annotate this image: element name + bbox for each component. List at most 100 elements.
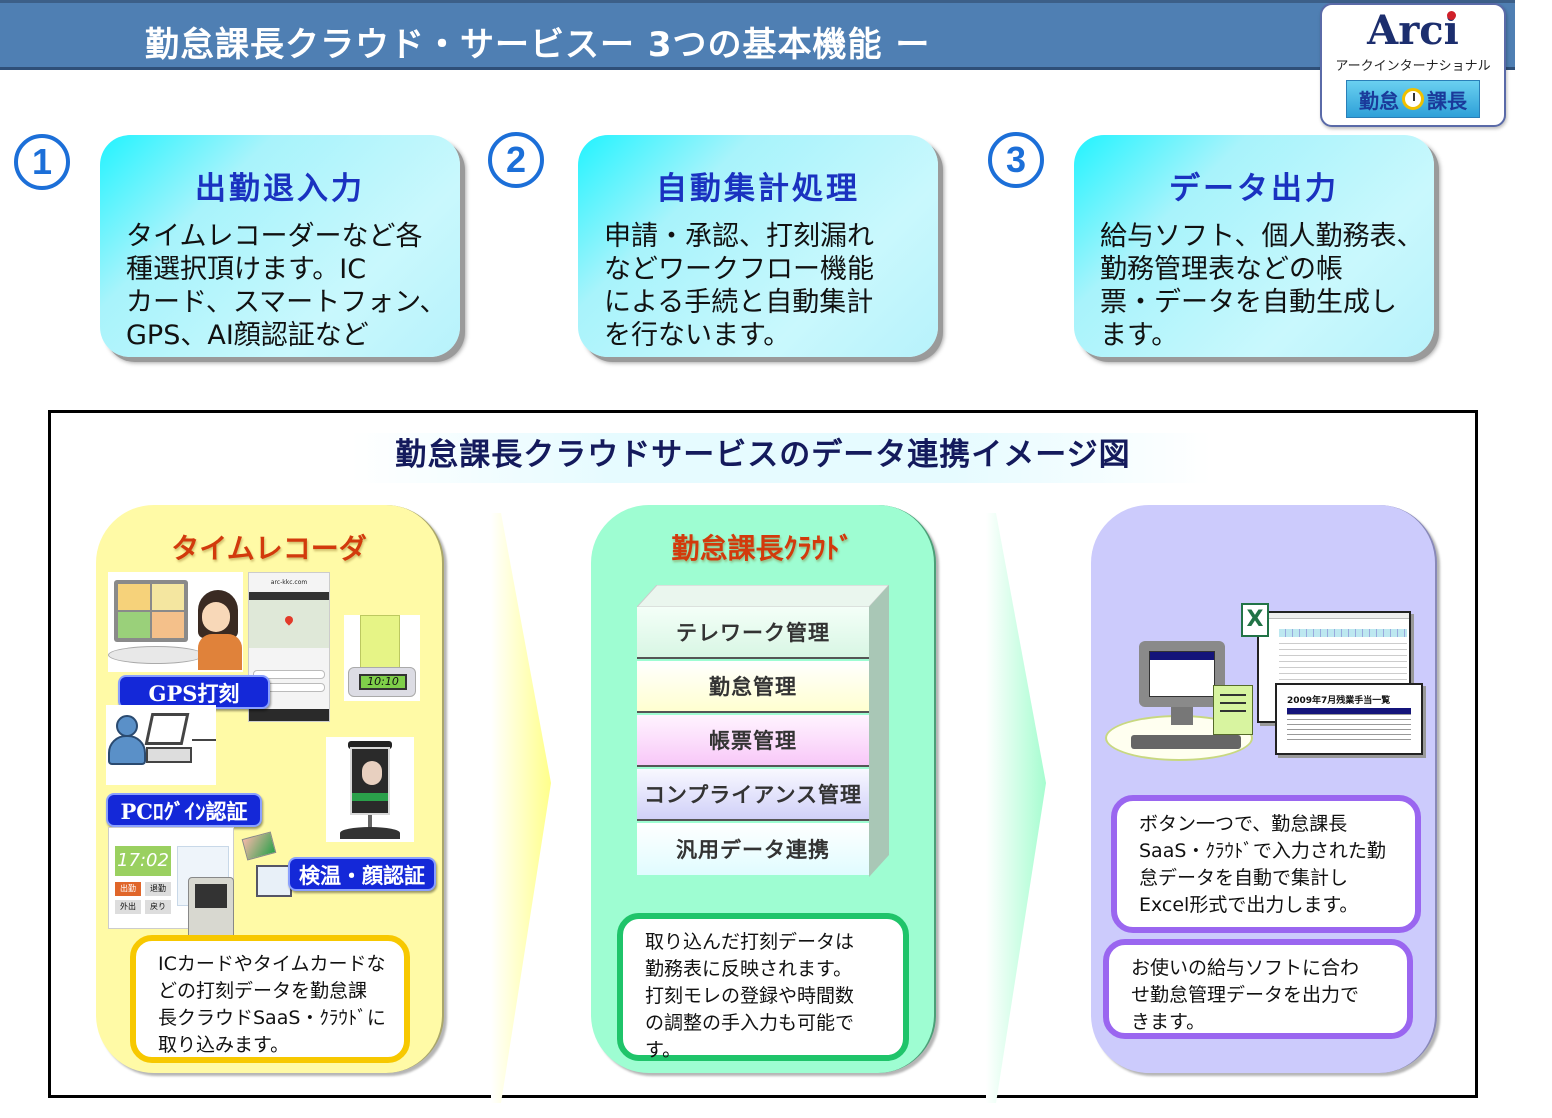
diagram-title-band — [351, 433, 1211, 483]
video-tile — [118, 584, 150, 610]
feature-description: 申請・承認、打刻漏れ などワークフロー機能 による手続と自動集計 を行ないます。 — [604, 221, 874, 351]
feature-card-attendance-input: 出勤退入力 タイムレコーダーなど各 種選択頂けます。IC カード、スマートフォン… — [100, 135, 460, 357]
pc-login-illustration — [106, 705, 216, 785]
phone-header-bar — [249, 592, 329, 600]
person-body-icon — [198, 634, 242, 670]
header-band: 勤怠課長クラウド・サービスー 3つの基本機能 ー — [0, 0, 1515, 70]
video-tile — [118, 612, 150, 638]
stack-top-face — [637, 585, 889, 607]
document-icon — [1213, 685, 1253, 735]
cloud-panel: 勤怠課長ｸﾗｳﾄﾞ テレワーク管理 勤怠管理 帳票管理 コンプライアンス管理 汎… — [591, 505, 936, 1073]
device-stand — [368, 815, 372, 829]
monitor-icon — [1139, 641, 1225, 707]
user-body-icon — [108, 735, 146, 765]
feature-number-2: 2 — [488, 132, 544, 188]
monitor-stand — [1171, 707, 1193, 725]
product-badge: 勤怠 課長 — [1346, 80, 1480, 118]
kiosk-clock-in-button[interactable]: 出勤 — [115, 882, 141, 896]
feature-title: 出勤退入力 — [195, 171, 365, 207]
doc-line — [1220, 694, 1246, 696]
product-badge-right: 課長 — [1427, 88, 1467, 113]
feature-title: データ出力 — [1169, 171, 1339, 207]
output-panel: X 2009年7月残業手当一覧 ボタン一つで、勤怠課長 SaaS・ｸﾗｳﾄﾞで入… — [1091, 505, 1437, 1073]
keyboard-icon — [1131, 735, 1241, 749]
screen-header — [1150, 652, 1214, 660]
spreadsheet-overtime: 2009年7月残業手当一覧 — [1275, 683, 1423, 755]
face-recognition-device — [326, 737, 414, 842]
monitor-icon — [114, 580, 188, 642]
time-recorder-panel: タイムレコーダ arc-kkc.com — [96, 505, 444, 1073]
ic-card-reader-icon — [188, 877, 234, 939]
feature-stack: テレワーク管理 勤怠管理 帳票管理 コンプライアンス管理 汎用データ連携 — [637, 585, 889, 885]
logo-brand: Arci — [1322, 9, 1504, 53]
stack-layer-compliance: コンプライアンス管理 — [637, 769, 869, 821]
device-screen — [350, 747, 390, 815]
time-card-icon — [360, 615, 400, 673]
clock-body: 10:10 — [348, 667, 416, 697]
sheet-title: 2009年7月残業手当一覧 — [1287, 696, 1391, 706]
laptop-icon — [144, 713, 190, 745]
feature-number-3: 3 — [988, 132, 1044, 188]
map-pin-icon — [283, 614, 295, 626]
reader-screen — [195, 884, 227, 908]
flow-arrow-2 — [986, 513, 1046, 1103]
clock-display: 10:10 — [359, 674, 407, 690]
stack-layer-telework: テレワーク管理 — [637, 607, 869, 659]
verified-bar — [352, 793, 388, 801]
device-base — [340, 827, 400, 839]
kiosk-out-button[interactable]: 外出 — [115, 900, 141, 914]
stack-layer-forms: 帳票管理 — [637, 715, 869, 767]
cloud-title: 勤怠課長ｸﾗｳﾄﾞ — [671, 532, 854, 565]
camera-bar-icon — [348, 741, 392, 749]
gps-stamp-label: GPS打刻 — [118, 675, 270, 709]
stack-layer-data-integration: 汎用データ連携 — [637, 823, 869, 875]
map-icon — [249, 600, 329, 648]
telework-illustration — [108, 572, 243, 672]
time-recorder-note: ICカードやタイムカードな どの打刻データを勤怠課 長クラウドSaaS・ｸﾗｳﾄ… — [130, 935, 410, 1063]
product-badge-left: 勤怠 — [1359, 88, 1399, 113]
sheet-table-rows — [1287, 714, 1411, 744]
output-note-excel: ボタン一つで、勤怠課長 SaaS・ｸﾗｳﾄﾞで入力された勤 怠データを自動で集計… — [1111, 795, 1421, 933]
face-recognition-label: 検温・顔認証 — [288, 857, 436, 891]
person-face-icon — [202, 602, 230, 632]
feature-card-data-output: データ出力 給与ソフト、個人勤務表、 勤務管理表などの帳 票・データを自動生成し… — [1074, 135, 1434, 357]
logo-red-dot — [1447, 11, 1457, 20]
kiosk-return-button[interactable]: 戻り — [145, 900, 171, 914]
excel-icon: X — [1241, 603, 1269, 637]
time-clock-device: 10:10 — [344, 615, 420, 701]
phone-toolbar — [249, 709, 329, 721]
phone-button — [253, 670, 325, 679]
stack-layer-attendance: 勤怠管理 — [637, 661, 869, 713]
desk-icon — [108, 646, 204, 664]
phone-url: arc-kkc.com — [270, 579, 308, 586]
feature-description: 給与ソフト、個人勤務表、 勤務管理表などの帳 票・データを自動生成し ます。 — [1100, 221, 1424, 351]
logo-company-kana: アークインターナショナル — [1335, 59, 1491, 74]
output-note-payroll: お使いの給与ソフトに合わ せ勤怠管理データを出力で きます。 — [1103, 939, 1413, 1039]
feature-card-auto-aggregation: 自動集計処理 申請・承認、打刻漏れ などワークフロー機能 による手続と自動集計 … — [578, 135, 938, 357]
logo-brand-prefix: Arc — [1367, 7, 1444, 54]
company-logo: Arci アークインターナショナル 勤怠 課長 — [1320, 3, 1506, 127]
laptop-keyboard-icon — [146, 747, 192, 763]
kiosk-clock-out-button[interactable]: 退勤 — [145, 882, 171, 896]
cable-line — [192, 739, 216, 741]
pc-monitor-icon — [256, 865, 292, 897]
pc-login-label: PCﾛｸﾞｲﾝ認証 — [106, 793, 262, 827]
video-tile — [152, 584, 184, 610]
user-head-icon — [116, 715, 138, 737]
data-integration-diagram: 勤怠課長クラウドサービスのデータ連携イメージ図 タイムレコーダ arc-kkc.… — [48, 410, 1478, 1103]
doc-line — [1220, 710, 1246, 712]
cloud-note: 取り込んだ打刻データは 勤務表に反映されます。 打刻モレの登録や時間数 の調整の… — [617, 913, 909, 1061]
flow-arrow-1 — [491, 513, 551, 1103]
sheet-header — [1259, 613, 1409, 619]
page-title: 勤怠課長クラウド・サービスー 3つの基本機能 ー — [145, 25, 931, 65]
logo-brand-i-text: i — [1443, 7, 1459, 54]
diagram-title: 勤怠課長クラウドサービスのデータ連携イメージ図 — [395, 437, 1131, 473]
time-recorder-title: タイムレコーダ — [171, 532, 367, 565]
monitor-screen — [1149, 651, 1215, 697]
feature-title: 自動集計処理 — [656, 171, 860, 207]
feature-description: タイムレコーダーなど各 種選択頂けます。IC カード、スマートフォン、 GPS、… — [126, 221, 447, 351]
kiosk-time-display: 17:02 — [115, 846, 171, 876]
sheet-header-row — [1279, 629, 1407, 637]
video-tile — [152, 612, 184, 638]
face-icon — [362, 761, 382, 785]
